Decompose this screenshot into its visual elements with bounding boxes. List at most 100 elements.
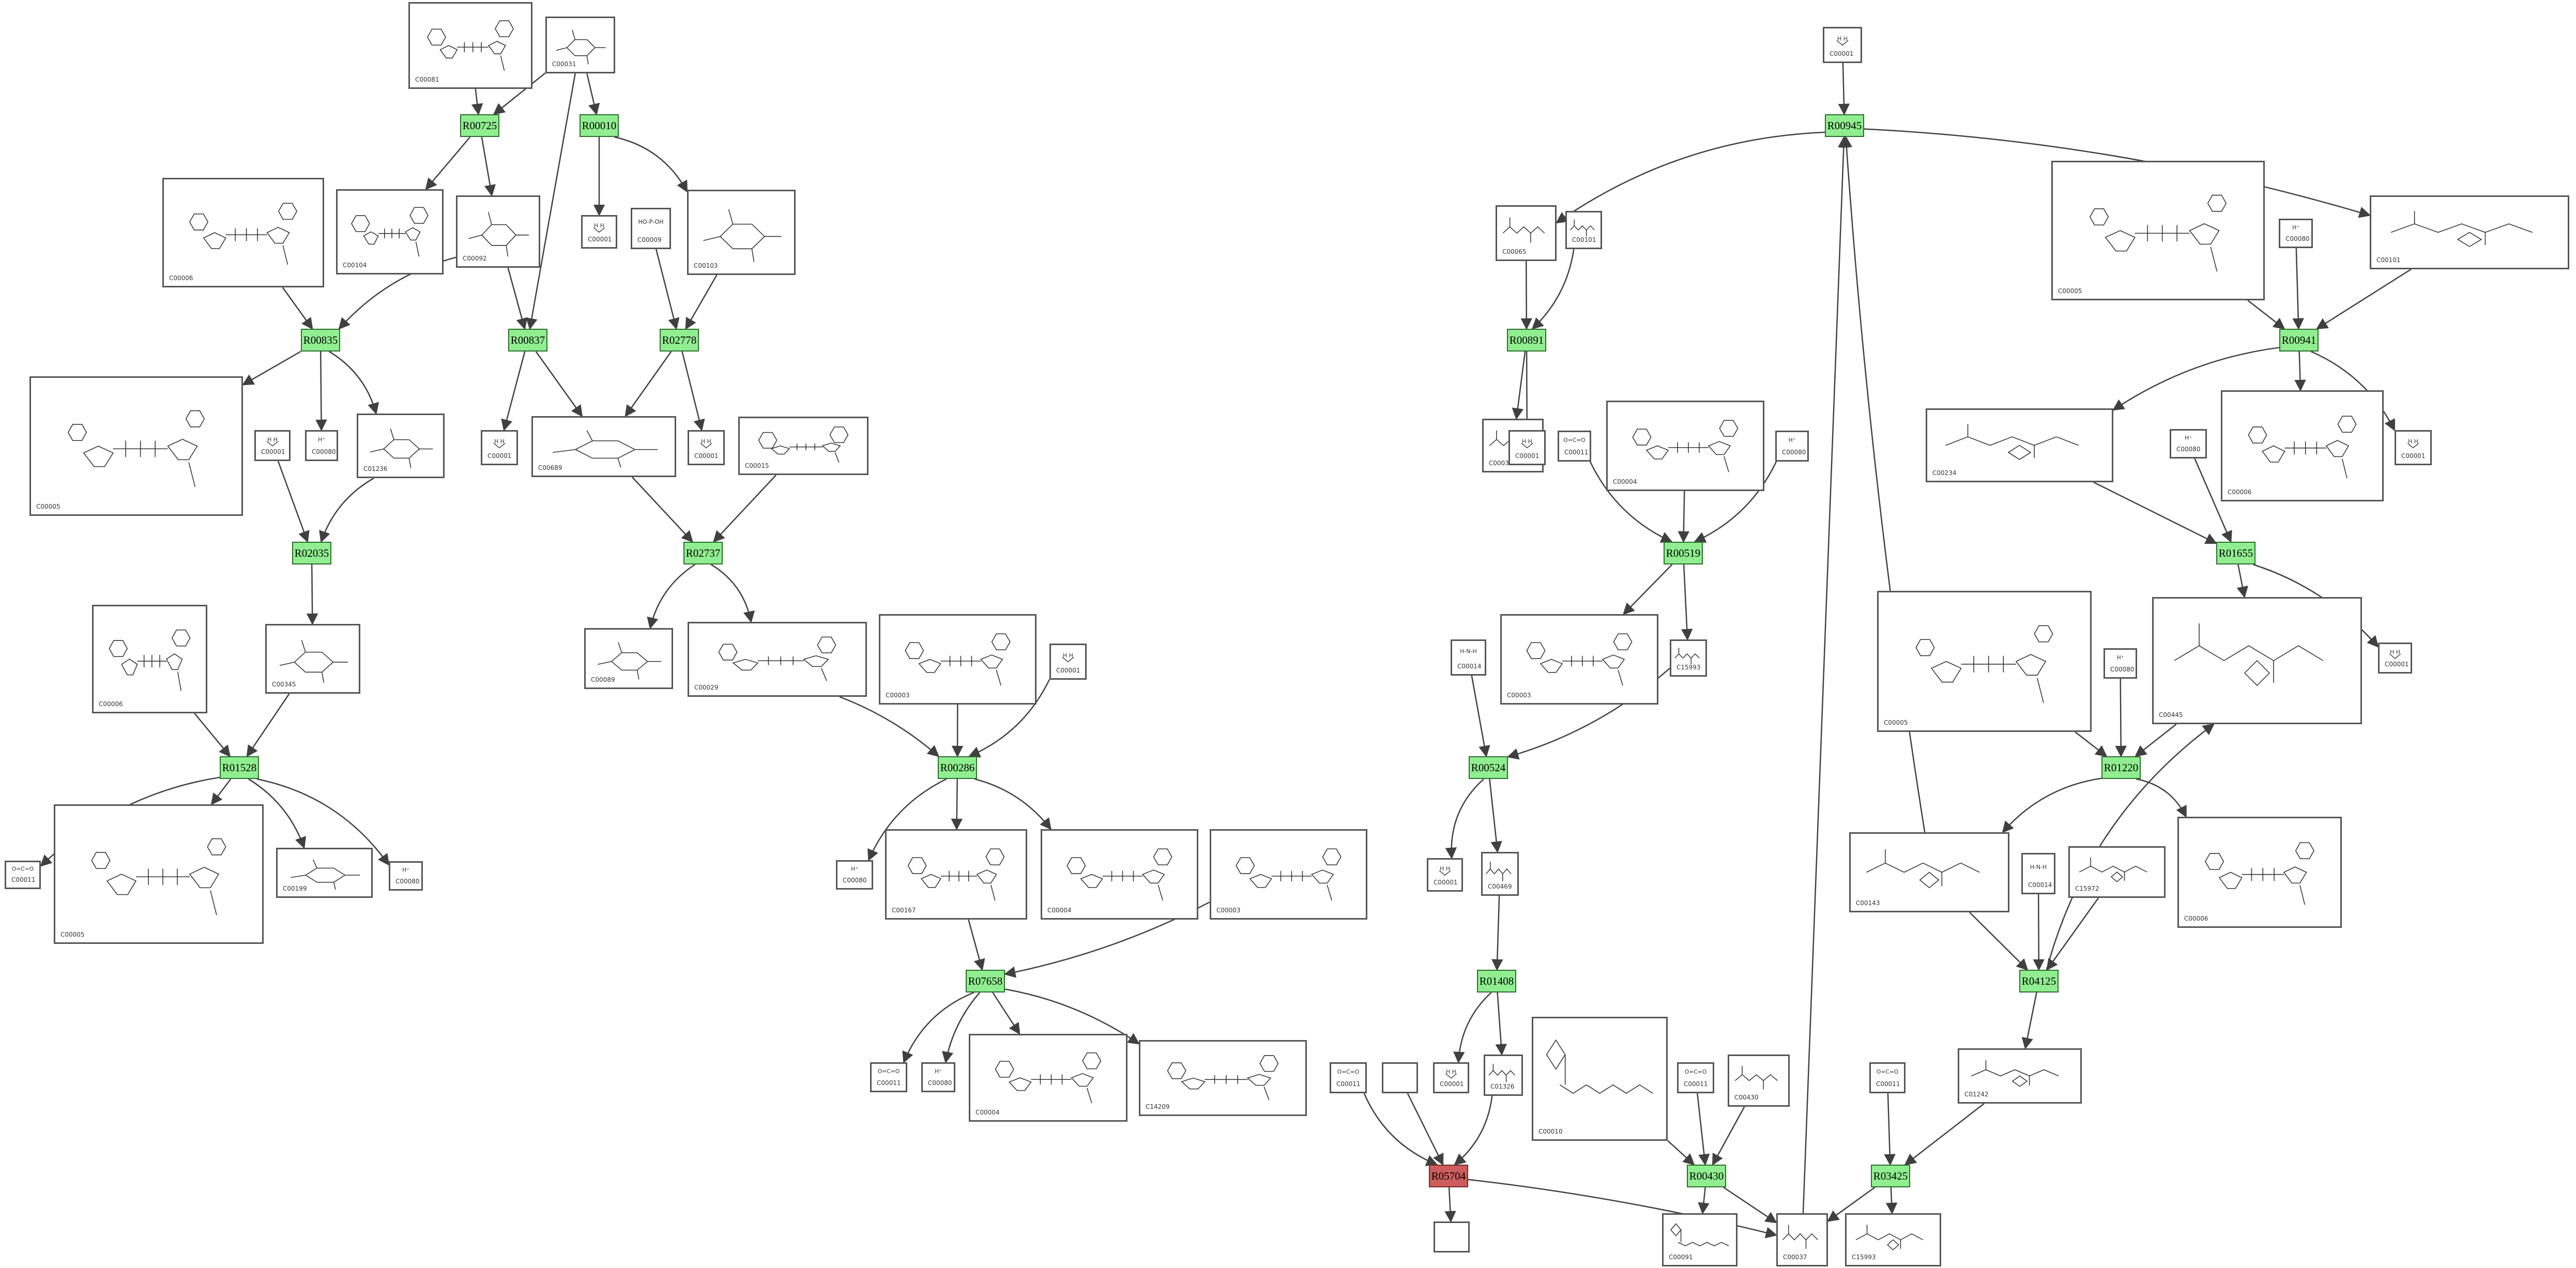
- reaction-r01655[interactable]: R01655: [2216, 542, 2255, 564]
- reaction-r07658[interactable]: R07658: [966, 970, 1005, 992]
- compound-c00089[interactable]: C00089: [584, 628, 673, 689]
- compound-c14209[interactable]: C14209: [1139, 1040, 1307, 1116]
- compound-c00345[interactable]: C00345: [265, 624, 360, 694]
- compound-c00005[interactable]: C00005: [54, 804, 264, 944]
- compound-c00005[interactable]: C00005: [2051, 161, 2265, 300]
- compound-c00003[interactable]: C00003: [1500, 614, 1658, 705]
- reaction-r00941[interactable]: R00941: [2279, 329, 2319, 352]
- reaction-r00837[interactable]: R00837: [508, 329, 547, 352]
- compound-c00081[interactable]: C00081: [408, 2, 532, 89]
- compound-c15993[interactable]: C15993: [1845, 1213, 1941, 1266]
- compound-c00080[interactable]: H⁺C00080: [1775, 431, 1809, 462]
- compound-c00004[interactable]: C00004: [1041, 829, 1198, 920]
- reaction-r00430[interactable]: R00430: [1687, 1165, 1726, 1187]
- reaction-r02778[interactable]: R02778: [660, 329, 699, 352]
- compound-c00167[interactable]: C00167: [885, 829, 1027, 920]
- compound-c00037[interactable]: C00037: [1776, 1213, 1828, 1266]
- reaction-r02737[interactable]: R02737: [683, 542, 723, 564]
- compound-c00005[interactable]: C00005: [29, 376, 243, 516]
- compound-id-label: C00011: [1684, 1080, 1708, 1088]
- compound-c15993[interactable]: C15993: [1670, 639, 1707, 677]
- compound-c00006[interactable]: C00006: [92, 605, 207, 713]
- compound-c00010[interactable]: C00010: [1532, 1017, 1668, 1141]
- compound-c01326[interactable]: C01326: [1484, 1055, 1523, 1096]
- reaction-r00725[interactable]: R00725: [460, 114, 499, 137]
- reaction-r01220[interactable]: R01220: [2101, 756, 2141, 779]
- compound-c00092[interactable]: C00092: [456, 195, 540, 268]
- reaction-r01408[interactable]: R01408: [1477, 970, 1516, 992]
- compound-c00199[interactable]: C00199: [276, 848, 373, 898]
- compound-c00091[interactable]: C00091: [1662, 1213, 1737, 1266]
- compound-c00004[interactable]: C00004: [1606, 401, 1764, 491]
- compound-c00080[interactable]: H⁺C00080: [2104, 648, 2137, 679]
- compound-c00689[interactable]: C00689: [531, 416, 676, 477]
- compound-c00430[interactable]: C00430: [1728, 1055, 1790, 1107]
- compound-blank[interactable]: [1382, 1062, 1418, 1093]
- reaction-edge: [256, 778, 390, 866]
- compound-c00006[interactable]: C00006: [162, 178, 324, 287]
- reaction-r00010[interactable]: R00010: [580, 114, 619, 137]
- compound-c00234[interactable]: C00234: [1926, 408, 2113, 482]
- reaction-r03425[interactable]: R03425: [1871, 1165, 1910, 1187]
- reaction-r05704[interactable]: R05704: [1429, 1165, 1468, 1187]
- compound-c00004[interactable]: C00004: [969, 1034, 1127, 1122]
- reaction-r01528[interactable]: R01528: [220, 756, 259, 779]
- compound-c00103[interactable]: C00103: [687, 190, 796, 275]
- reaction-r00891[interactable]: R00891: [1507, 329, 1546, 352]
- compound-c00080[interactable]: H⁺C00080: [921, 1062, 955, 1092]
- reaction-r00835[interactable]: R00835: [301, 329, 340, 352]
- compound-c01242[interactable]: C01242: [1958, 1048, 2082, 1104]
- compound-c00080[interactable]: H⁺C00080: [305, 430, 338, 461]
- compound-c00143[interactable]: C00143: [1849, 832, 2009, 912]
- compound-c00015[interactable]: C00015: [738, 417, 868, 475]
- compound-c00080[interactable]: H⁺C00080: [836, 860, 873, 890]
- reaction-edge: [535, 351, 583, 417]
- compound-c00031[interactable]: C00031: [545, 17, 615, 73]
- reaction-r04125[interactable]: R04125: [2019, 970, 2059, 992]
- compound-c15972[interactable]: C15972: [2068, 846, 2166, 898]
- compound-c00006[interactable]: C00006: [2221, 390, 2384, 501]
- compound-c00003[interactable]: C00003: [1210, 829, 1367, 920]
- compound-c00065[interactable]: C00065: [1496, 205, 1557, 261]
- compound-c00101[interactable]: C00101: [2370, 195, 2569, 269]
- reaction-r02035[interactable]: R02035: [292, 542, 331, 564]
- reaction-r00945[interactable]: R00945: [1825, 114, 1864, 137]
- compound-c00101[interactable]: C00101: [1565, 211, 1602, 249]
- compound-c00006[interactable]: C00006: [2177, 817, 2342, 928]
- compound-c00005[interactable]: C00005: [1877, 591, 2092, 732]
- compound-c00080[interactable]: H⁺C00080: [2279, 219, 2313, 248]
- reaction-r00286[interactable]: R00286: [938, 756, 977, 779]
- compound-c00029[interactable]: C00029: [688, 622, 867, 697]
- compound-c00080[interactable]: H⁺C00080: [389, 861, 423, 891]
- compound-c00469[interactable]: C00469: [1481, 852, 1519, 896]
- compound-c00104[interactable]: C00104: [336, 189, 444, 274]
- compound-c00003[interactable]: C00003: [879, 614, 1037, 705]
- compound-c00445[interactable]: C00445: [2152, 597, 2362, 724]
- compound-c01236[interactable]: C01236: [357, 414, 445, 478]
- reaction-r00524[interactable]: R00524: [1469, 756, 1508, 779]
- svg-text:H⁺: H⁺: [318, 436, 325, 443]
- compound-c00080[interactable]: H⁺C00080: [2170, 429, 2207, 459]
- compound-blank[interactable]: [1434, 1221, 1470, 1252]
- reaction-r00519[interactable]: R00519: [1664, 542, 1703, 564]
